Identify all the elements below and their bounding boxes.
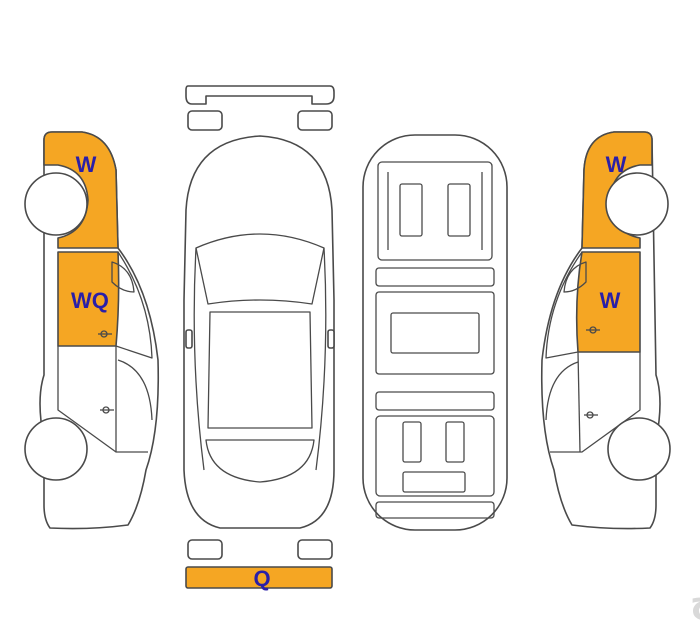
right-front-wheel bbox=[605, 172, 669, 236]
rear-window bbox=[205, 439, 315, 483]
left-front-window bbox=[115, 251, 153, 359]
right-rear-handle bbox=[584, 411, 598, 419]
left-rear-door bbox=[57, 346, 148, 453]
rear-bumper-panel[interactable] bbox=[185, 566, 333, 589]
top-body bbox=[183, 135, 335, 529]
left-front-handle bbox=[98, 330, 112, 338]
right-rear-window bbox=[545, 361, 579, 421]
right-front-door-label: W bbox=[600, 288, 621, 313]
left-rear-window bbox=[117, 359, 153, 421]
underbody-center-panel bbox=[390, 312, 480, 354]
right-front-window bbox=[545, 251, 583, 359]
windshield bbox=[195, 233, 325, 305]
underbody-outline bbox=[362, 134, 508, 531]
right-rear-door bbox=[550, 352, 641, 453]
left-front-fender-panel[interactable] bbox=[43, 131, 119, 249]
left-front-door-panel[interactable] bbox=[57, 251, 120, 347]
right-front-fender-panel[interactable] bbox=[581, 131, 653, 249]
left-rear-wheel bbox=[24, 417, 88, 481]
right-mirror bbox=[563, 261, 587, 293]
left-mirror bbox=[111, 261, 135, 293]
left-front-wheel bbox=[24, 172, 88, 236]
rear-bumper-label: Q bbox=[253, 566, 270, 591]
left-front-fender-label: W bbox=[76, 152, 97, 177]
top-right-mirror bbox=[327, 329, 335, 349]
left-front-door-label: WQ bbox=[71, 288, 109, 313]
right-front-handle bbox=[586, 326, 600, 334]
right-front-fender-label: W bbox=[606, 152, 627, 177]
top-view: Q bbox=[183, 85, 335, 591]
left-rear-handle bbox=[100, 406, 114, 414]
right-side-view: W W bbox=[540, 131, 671, 530]
left-side-view: W WQ bbox=[24, 131, 160, 530]
left-headlight bbox=[187, 110, 223, 131]
roof bbox=[207, 311, 313, 429]
right-rear-wheel bbox=[607, 417, 671, 481]
underbody-view bbox=[362, 134, 508, 531]
right-taillight bbox=[297, 539, 333, 560]
front-bumper bbox=[185, 85, 335, 105]
haraj-watermark: حراج bbox=[690, 581, 700, 621]
top-left-mirror bbox=[185, 329, 193, 349]
right-headlight bbox=[297, 110, 333, 131]
left-taillight bbox=[187, 539, 223, 560]
